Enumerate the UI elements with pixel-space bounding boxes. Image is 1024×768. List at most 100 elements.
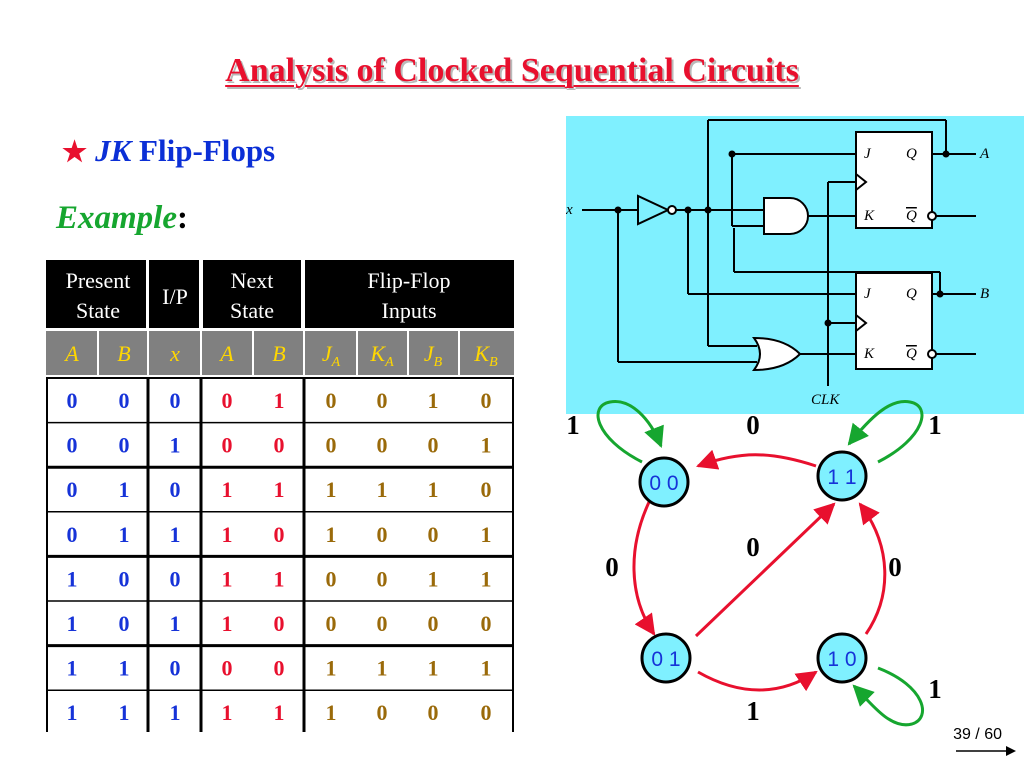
header-next-2: State: [230, 298, 274, 323]
table-cell: 0: [377, 522, 388, 547]
table-cell: 0: [428, 433, 439, 458]
edge-01-to-10: [697, 670, 818, 692]
table-cell: 0: [67, 477, 78, 502]
next-arrow-icon[interactable]: [956, 744, 1016, 758]
table-cell: 1: [428, 477, 439, 502]
table-cell: 0: [481, 388, 492, 413]
table-cell: 1: [119, 656, 130, 681]
table-cell: 1: [481, 566, 492, 591]
flip-flop-a: [855, 131, 933, 229]
table-cell: 1: [326, 700, 337, 725]
table-cell: 0: [67, 433, 78, 458]
table-cell: 0: [377, 611, 388, 636]
flip-flop-b: [855, 272, 933, 370]
state-node-10: [816, 632, 868, 684]
table-cell: 1: [428, 566, 439, 591]
edge-11-to-00: [696, 449, 817, 470]
table-cell: 0: [222, 388, 233, 413]
table-cell: 1: [326, 477, 337, 502]
table-cell: 0: [377, 433, 388, 458]
qbar-a-bubble: [927, 211, 937, 221]
edge-10-to-11: [858, 502, 887, 635]
example-label: Example:: [56, 200, 188, 236]
header-next-1: Next: [231, 268, 274, 293]
circuit-background: [566, 116, 1024, 414]
table-cell: 0: [222, 656, 233, 681]
subheader-next-b: B: [272, 341, 285, 366]
header-input: I/P: [162, 284, 188, 309]
table-cell: 0: [377, 566, 388, 591]
table-cell: 1: [170, 700, 181, 725]
edge-label-loop-00: 1: [566, 410, 580, 440]
edge-label-loop-10: 1: [928, 674, 942, 704]
table-cell: 1: [222, 522, 233, 547]
edge-label-11-to-00: 0: [746, 410, 760, 440]
table-cell: 1: [119, 522, 130, 547]
table-cell: 0: [170, 388, 181, 413]
edge-label-10-to-11: 0: [888, 552, 902, 582]
state-label-00: 0 0: [649, 472, 678, 495]
table-cell: 1: [377, 477, 388, 502]
edge-label-loop-11: 1: [928, 410, 942, 440]
table-cell: 1: [119, 700, 130, 725]
ff-b-j-label: J: [864, 286, 872, 302]
table-cell: 1: [222, 566, 233, 591]
table-cell: 1: [326, 656, 337, 681]
table-cell: 0: [170, 656, 181, 681]
table-cell: 1: [170, 522, 181, 547]
qbar-b-bubble: [927, 349, 937, 359]
table-cell: 1: [222, 700, 233, 725]
state-node-11: [816, 450, 868, 502]
table-cell: 1: [481, 522, 492, 547]
table-cell: 1: [377, 656, 388, 681]
table-cell: 1: [428, 388, 439, 413]
table-subheader-bg: [46, 331, 514, 375]
circuit-label-x: x: [566, 202, 573, 218]
table-cell: 0: [274, 611, 285, 636]
table-cell: 1: [67, 611, 78, 636]
subheader-next-a: A: [218, 341, 234, 366]
page-number: 39 / 60: [953, 726, 1002, 743]
loop-10: [852, 666, 924, 727]
edge-00-to-01: [632, 499, 656, 636]
table-cell: 0: [119, 388, 130, 413]
state-label-01: 0 1: [651, 648, 680, 671]
header-ff-1: Flip-Flop: [367, 268, 450, 293]
or-gate: [752, 336, 802, 372]
star-icon: ★: [62, 137, 88, 168]
table-cell: 0: [481, 700, 492, 725]
table-cell: 0: [481, 477, 492, 502]
ff-a-q-label: Q: [906, 146, 917, 162]
table-cell: 1: [67, 656, 78, 681]
circuit-label-b: B: [980, 286, 989, 302]
circuit-label-a: A: [979, 146, 990, 162]
table-cell: 0: [326, 566, 337, 591]
table-grid: [46, 377, 514, 732]
table-cell: 0: [428, 611, 439, 636]
table-body: 0 0 0 0 1 0 0 1 0 0 0 1 0 0 0 0 0 1 0 1 0 1 1 1 1 1 0 0 1 1 1 0 1 0 0 1 1 0 0 1…: [67, 388, 492, 725]
ff-a-j-label: J: [864, 146, 872, 162]
table-cell: 1: [326, 522, 337, 547]
edge-label-01-to-10: 1: [746, 696, 760, 726]
ff-b-k-label: K: [863, 346, 875, 362]
state-label-10: 1 0: [827, 648, 856, 671]
table-cell: 0: [428, 700, 439, 725]
table-cell: 0: [119, 566, 130, 591]
table-cell: 0: [326, 433, 337, 458]
table-cell: 0: [326, 611, 337, 636]
table-cell: 0: [326, 388, 337, 413]
and-gate: [763, 197, 809, 235]
header-ff-2: Inputs: [382, 298, 437, 323]
table-cell: 0: [67, 388, 78, 413]
table-cell: 1: [67, 566, 78, 591]
state-label-11: 1 1: [827, 466, 856, 489]
table-cell: 1: [274, 566, 285, 591]
flip-flops-label: Flip-Flops: [131, 133, 276, 168]
table-cell: 1: [170, 611, 181, 636]
jk-label: JK: [95, 133, 132, 168]
loop-11: [847, 400, 924, 464]
table-cell: 0: [119, 611, 130, 636]
ff-a-k-label: K: [863, 208, 875, 224]
edge-label-00-to-01: 0: [605, 552, 619, 582]
table-cell: 1: [67, 700, 78, 725]
